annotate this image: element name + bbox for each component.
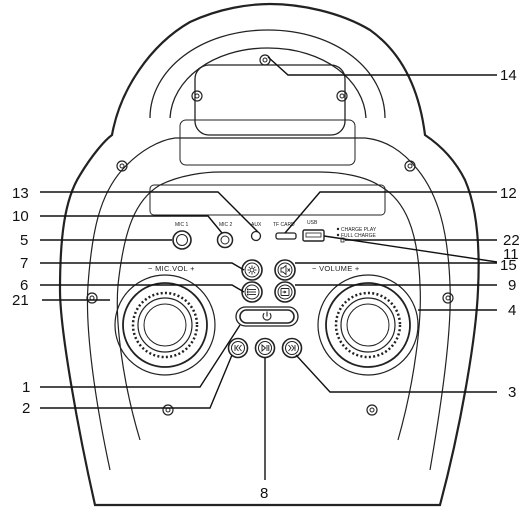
leader-13	[40, 191, 259, 233]
callout-3: 3	[508, 384, 516, 401]
power-icon	[262, 311, 272, 321]
callout-15: 15	[500, 257, 517, 274]
leader-14	[267, 56, 497, 76]
leader-3	[295, 354, 497, 393]
callout-10: 10	[12, 208, 29, 225]
previous-track-button[interactable]	[227, 337, 249, 359]
speaker-body	[58, 2, 480, 507]
leader-6	[40, 284, 245, 293]
usb-port	[302, 229, 325, 242]
previous-track-icon	[234, 344, 242, 352]
callout-21: 21	[12, 292, 29, 309]
screw-left-middle	[86, 292, 98, 304]
tf-card-slot	[275, 232, 297, 240]
leader-7	[40, 262, 245, 271]
callout-7: 7	[20, 255, 28, 272]
led-label-charge-play: CHARGE PLAY	[341, 227, 377, 233]
mic1-label: MIC 1	[175, 222, 189, 228]
callout-11: 11	[503, 246, 519, 263]
charge-indicator-led	[336, 227, 345, 243]
mode-button[interactable]	[241, 281, 263, 303]
leader-12	[284, 191, 497, 234]
screw-right-middle	[442, 292, 454, 304]
next-track-button[interactable]	[281, 337, 303, 359]
play-pause-icon	[261, 344, 270, 352]
callout-6: 6	[20, 277, 28, 294]
light-button[interactable]	[241, 259, 263, 281]
mute-button[interactable]	[274, 259, 296, 281]
callout-numbers: 14 13 12 10 22 5 7 11 15 6 9 21 4 1 3 2 …	[12, 67, 520, 502]
callout-13: 13	[12, 185, 29, 202]
mic2-jack	[216, 231, 234, 249]
screw-handle-right	[336, 90, 348, 102]
power-button[interactable]	[235, 306, 299, 327]
mic-volume-knob[interactable]	[114, 274, 216, 376]
leader-lines	[40, 56, 498, 480]
callout-2: 2	[22, 400, 30, 417]
led-label-full-charge: FULL CHARGE	[341, 233, 376, 239]
screw-right-lower	[366, 404, 378, 416]
tf-card-label: TF CARD	[273, 222, 295, 228]
callout-12: 12	[500, 185, 517, 202]
input-source-icon	[280, 288, 290, 296]
mic2-label: MIC 2	[219, 222, 233, 228]
mic-vol-label: − MIC.VOL +	[148, 264, 195, 273]
mode-menu-icon	[246, 288, 256, 296]
aux-label: AUX	[251, 222, 262, 228]
volume-label: − VOLUME +	[312, 264, 360, 273]
mute-icon	[280, 264, 291, 276]
callout-14: 14	[500, 67, 517, 84]
light-icon	[247, 265, 257, 275]
mic1-jack	[172, 230, 192, 250]
leader-10	[40, 215, 223, 234]
callout-9: 9	[508, 277, 516, 294]
screw-left-lower	[162, 404, 174, 416]
callout-22: 22	[503, 232, 520, 249]
carry-handle	[149, 29, 386, 216]
screw-right-upper	[404, 160, 416, 172]
leader-1	[40, 324, 241, 388]
screw-left-upper	[116, 160, 128, 172]
next-track-icon	[288, 344, 296, 352]
callout-4: 4	[508, 302, 516, 319]
aux-jack	[250, 230, 262, 242]
screw-handle-top	[259, 54, 271, 66]
callout-5: 5	[20, 232, 28, 249]
input-source-button[interactable]	[274, 281, 296, 303]
leader-11	[323, 235, 498, 263]
callout-1: 1	[22, 379, 30, 396]
usb-label: USB	[307, 220, 318, 226]
screw-handle-left	[191, 90, 203, 102]
master-volume-knob[interactable]	[317, 274, 419, 376]
leader-2	[40, 354, 233, 409]
callout-8: 8	[260, 485, 268, 502]
